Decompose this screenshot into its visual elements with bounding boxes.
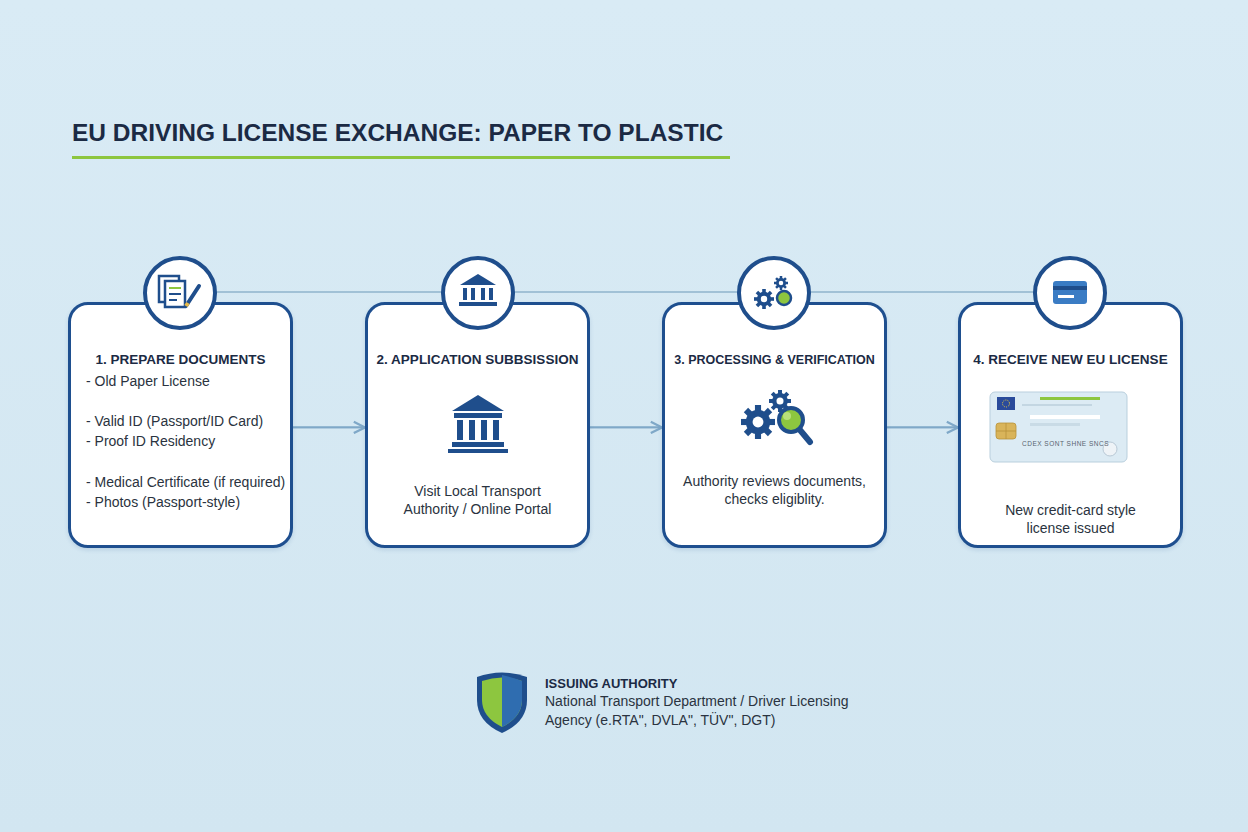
documents-icon xyxy=(145,258,215,328)
authority-shield-part xyxy=(502,675,522,727)
document-item: - Medical Certificate (if required) xyxy=(86,473,286,491)
authority-icon-part xyxy=(459,302,497,306)
authority-shield xyxy=(477,673,527,734)
authority-icon-part xyxy=(489,288,493,300)
document-item: - Valid ID (Passport/ID Card) xyxy=(86,412,286,430)
authority-note: National Transport Department / Driver L… xyxy=(545,692,863,730)
license-card-part xyxy=(1030,415,1100,419)
step-description: Visit Local Transport Authority / Online… xyxy=(388,482,567,518)
license-card-part xyxy=(1003,400,1010,407)
license-card-part xyxy=(996,431,1016,432)
authority-heading: ISSUING AUTHORITY xyxy=(545,675,875,693)
process-box: 1. PREPARE DOCUMENTS - Old Paper License -… xyxy=(68,302,293,548)
process-box: 4. RECEIVE NEW EU LICENSE New credit-card… xyxy=(958,302,1183,548)
process-box: 3. PROCESSING & VERIFICATION Authority re… xyxy=(662,302,887,548)
authority-shield-part xyxy=(477,673,527,734)
step-heading: 1. PREPARE DOCUMENTS xyxy=(79,351,282,369)
authority-icon-part xyxy=(443,258,513,328)
license-icon xyxy=(1035,258,1105,328)
document-item: - Old Paper License xyxy=(86,372,286,390)
license-icon-part xyxy=(1035,258,1105,328)
bank-building-part xyxy=(481,420,487,440)
gears-magnifier-part xyxy=(741,405,775,439)
license-icon-part xyxy=(1053,281,1087,304)
license-card-part xyxy=(1022,404,1092,406)
bank-building xyxy=(448,395,508,453)
processing-icon-part xyxy=(739,258,809,328)
bank-building-part xyxy=(452,395,504,411)
license-icon-part xyxy=(1058,295,1074,298)
license-card-part xyxy=(1103,442,1117,456)
authority-shield-part xyxy=(482,678,522,728)
gears-magnifier-part xyxy=(783,412,791,420)
authority-icon-part xyxy=(471,288,475,300)
bank-building-part xyxy=(469,420,475,440)
title-underline xyxy=(72,156,730,159)
step-heading: 3. PROCESSING & VERIFICATION xyxy=(673,351,876,369)
step-description: New credit-card style license issued xyxy=(991,501,1150,537)
gears-magnifier-part xyxy=(769,390,791,412)
documents-icon-part xyxy=(169,287,181,289)
bank-building-part xyxy=(448,449,508,453)
step-heading: 2. APPLICATION SUBBSISSION xyxy=(376,351,579,369)
documents-icon-part xyxy=(186,303,188,306)
step-description: Authority reviews documents, checks elig… xyxy=(675,472,874,508)
documents-icon-part xyxy=(186,286,199,306)
authority-icon-part xyxy=(463,288,467,300)
gears-magnifier-part xyxy=(800,430,810,442)
processing-icon-part xyxy=(777,291,791,305)
authority-icon-part xyxy=(481,288,485,300)
bank-building-part xyxy=(457,420,463,440)
processing-icon-part xyxy=(754,289,774,309)
license-card-part xyxy=(990,392,1127,462)
license-card-part xyxy=(997,397,1015,410)
step-heading: 4. RECEIVE NEW EU LICENSE xyxy=(969,351,1172,369)
license-card-part xyxy=(996,423,1016,439)
bank-building-part xyxy=(493,420,499,440)
document-item: - Proof ID Residency xyxy=(86,432,286,450)
processing-icon-part xyxy=(774,276,788,290)
bank-building-part xyxy=(452,442,504,447)
license-card-part xyxy=(1040,397,1100,400)
documents-icon-part xyxy=(165,281,185,307)
process-box: 2. APPLICATION SUBBSISSION Visit Local Tr… xyxy=(365,302,590,548)
documents-icon-part xyxy=(145,258,215,328)
license-card-part xyxy=(1030,423,1080,426)
license-card-part xyxy=(1006,423,1007,439)
document-item: - Photos (Passport-style) xyxy=(86,493,286,511)
license-icon-part xyxy=(1053,286,1087,290)
authority-icon-part xyxy=(460,274,496,285)
gears-magnifier-part xyxy=(779,408,803,432)
processing-icon xyxy=(739,258,809,328)
authority-icon xyxy=(443,258,513,328)
documents-icon-part xyxy=(169,293,181,295)
bank-building-part xyxy=(454,413,502,418)
icon-link-line xyxy=(216,291,1034,293)
documents-icon-part xyxy=(169,299,177,301)
gears-magnifier xyxy=(741,390,810,442)
diagram-title: EU DRIVING LICENSE EXCHANGE: PAPER TO PL… xyxy=(72,118,734,148)
documents-icon-part xyxy=(159,276,179,302)
license-card xyxy=(990,392,1127,462)
